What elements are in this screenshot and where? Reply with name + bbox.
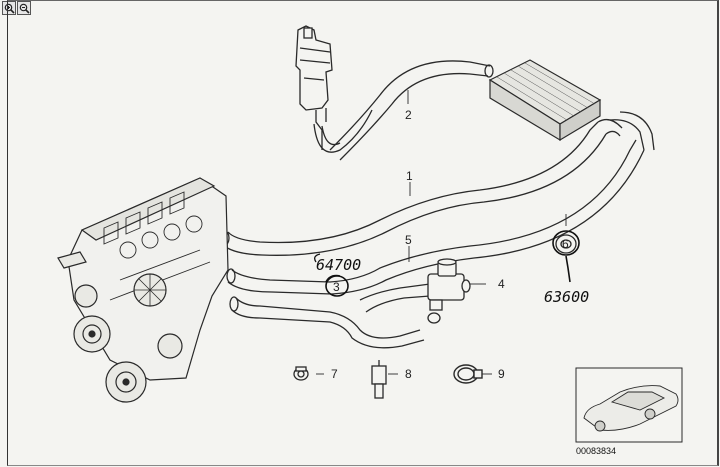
grommet-part-3[interactable]	[325, 274, 349, 297]
document-id: 00083834	[576, 446, 616, 456]
handwritten-note-left: 64700	[316, 256, 361, 274]
callout-1: 1	[406, 169, 413, 183]
hose-clamp-part-9[interactable]	[453, 364, 483, 384]
callout-2: 2	[405, 108, 412, 122]
zoom-out-icon	[19, 3, 30, 14]
viewer-toolbar	[2, 1, 31, 15]
zoom-in-button[interactable]	[2, 1, 16, 15]
engine-block[interactable]	[57, 177, 229, 403]
water-valve[interactable]	[427, 258, 471, 324]
vehicle-inset	[575, 367, 683, 443]
hand-mark-6	[552, 230, 580, 283]
expansion-tank[interactable]	[295, 25, 333, 150]
tank-hose[interactable]	[313, 109, 373, 153]
callout-7: 7	[331, 367, 338, 381]
callout-5: 5	[405, 233, 412, 247]
callout-4: 4	[498, 277, 505, 291]
sheet-border	[7, 0, 719, 466]
heater-core[interactable]	[488, 59, 602, 142]
callout-6: 6	[562, 237, 569, 251]
clip-part-8[interactable]	[371, 360, 387, 399]
car-icon	[583, 385, 679, 432]
clamp-part-7[interactable]	[293, 366, 309, 381]
handwritten-note-right: 63600	[544, 288, 589, 306]
leader-lines	[316, 90, 567, 375]
hose-2[interactable]	[329, 60, 494, 161]
grommet-part-6[interactable]	[555, 234, 577, 254]
hose-5[interactable]	[226, 111, 655, 349]
valve-hose[interactable]	[359, 283, 431, 313]
zoom-out-button[interactable]	[17, 1, 31, 15]
callout-3: 3	[333, 280, 340, 294]
callout-8: 8	[405, 367, 412, 381]
callout-9: 9	[498, 367, 505, 381]
